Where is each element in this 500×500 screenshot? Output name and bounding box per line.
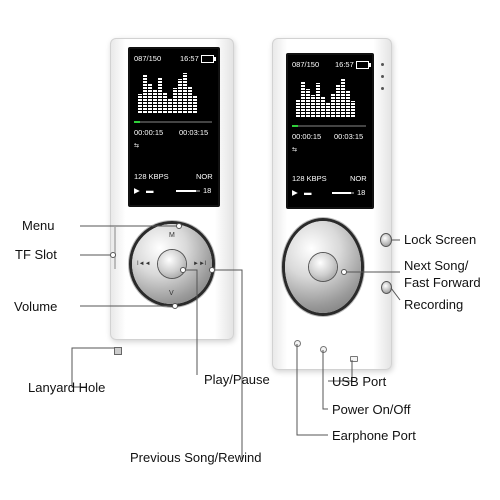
- label-next-song: Next Song/: [404, 258, 469, 273]
- label-volume: Volume: [14, 299, 58, 314]
- equalizer-visualizer: [296, 77, 364, 117]
- label-previous-song: Previous Song/Rewind: [130, 450, 262, 465]
- equalizer-bar: [193, 96, 197, 113]
- label-play-pause: Play/Pause: [204, 372, 270, 387]
- control-dial-front[interactable]: M I◄◄ ►►I V: [132, 224, 212, 304]
- equalizer-bar: [331, 93, 335, 117]
- play-pause-button[interactable]: [158, 250, 186, 278]
- equalizer-bar: [168, 98, 172, 113]
- menu-glyph: M: [169, 232, 175, 239]
- track-counter: 087/150: [292, 60, 320, 69]
- equalizer-bar: [326, 103, 330, 117]
- tf-card-slot: [114, 227, 116, 269]
- label-usb-port: USB Port: [332, 374, 387, 389]
- battery-icon: [201, 55, 216, 63]
- label-power: Power On/Off: [332, 402, 411, 417]
- clock: 16:57: [335, 60, 354, 69]
- equalizer-bar: [163, 92, 167, 113]
- equalizer-bar: [188, 86, 192, 113]
- eq-mode: NOR: [196, 172, 213, 181]
- equalizer-bar: [341, 79, 345, 117]
- playback-progress: [292, 125, 366, 127]
- equalizer-bar: [153, 90, 157, 113]
- indicator-dot: [381, 87, 384, 90]
- elapsed-time: 00:00:15: [134, 128, 164, 137]
- usb-port: [350, 356, 358, 362]
- equalizer-bar: [301, 81, 305, 117]
- equalizer-bar: [311, 95, 315, 117]
- speaker-icon: ▬: [146, 186, 154, 195]
- label-earphone-port: Earphone Port: [332, 428, 416, 443]
- track-counter: 087/150: [134, 54, 162, 63]
- repeat-icon: ⇆: [134, 143, 140, 149]
- label-recording: Recording: [404, 297, 464, 312]
- player-front-view: 087/150 16:57 00:00:15 00:03:15 ⇆ 128 KB…: [110, 38, 234, 340]
- control-dial-side[interactable]: [285, 221, 361, 313]
- elapsed-time: 00:00:15: [292, 132, 322, 141]
- volume-level-bar: [332, 192, 354, 194]
- label-tf-slot: TF Slot: [15, 247, 57, 262]
- equalizer-bar: [306, 89, 310, 117]
- equalizer-bar: [346, 91, 350, 117]
- indicator-dot: [381, 63, 384, 66]
- battery-icon: [356, 61, 371, 69]
- total-time: 00:03:15: [334, 132, 364, 141]
- next-glyph: ►►I: [193, 261, 207, 267]
- eq-mode: NOR: [350, 174, 367, 183]
- label-fast-forward: Fast Forward: [404, 275, 481, 290]
- speaker-icon: ▬: [304, 188, 312, 197]
- playback-progress: [134, 121, 212, 123]
- equalizer-bar: [351, 101, 355, 117]
- equalizer-bar: [316, 83, 320, 117]
- volume-value: 18: [357, 188, 366, 197]
- equalizer-bar: [178, 79, 182, 113]
- equalizer-bar: [321, 97, 325, 117]
- next-song-button[interactable]: [381, 281, 392, 294]
- equalizer-visualizer: [138, 71, 210, 113]
- clock: 16:57: [180, 54, 199, 63]
- volume-level-bar: [176, 190, 200, 192]
- bitrate: 128 KBPS: [292, 174, 327, 183]
- label-lanyard-hole: Lanyard Hole: [28, 380, 106, 395]
- player-screen-front: 087/150 16:57 00:00:15 00:03:15 ⇆ 128 KB…: [128, 47, 220, 207]
- dial-center-button[interactable]: [309, 253, 337, 281]
- equalizer-bar: [143, 75, 147, 113]
- equalizer-bar: [138, 94, 142, 113]
- volume-glyph: V: [169, 290, 174, 297]
- label-lock-screen: Lock Screen: [404, 232, 477, 247]
- bitrate: 128 KBPS: [134, 172, 169, 181]
- prev-glyph: I◄◄: [137, 261, 151, 267]
- lanyard-hole: [114, 347, 122, 355]
- play-icon: ▶: [292, 188, 298, 197]
- equalizer-bar: [148, 84, 152, 113]
- player-screen-side: 087/150 16:57 00:00:15 00:03:15 ⇆ 128 KB…: [286, 53, 374, 209]
- total-time: 00:03:15: [179, 128, 209, 137]
- equalizer-bar: [158, 77, 162, 113]
- volume-value: 18: [203, 186, 212, 195]
- indicator-dot: [381, 75, 384, 78]
- equalizer-bar: [336, 85, 340, 117]
- player-side-view: 087/150 16:57 00:00:15 00:03:15 ⇆ 128 KB…: [272, 38, 392, 370]
- equalizer-bar: [296, 99, 300, 117]
- play-icon: ▶: [134, 186, 140, 195]
- repeat-icon: ⇆: [292, 147, 298, 153]
- equalizer-bar: [183, 73, 187, 113]
- label-menu: Menu: [22, 218, 55, 233]
- equalizer-bar: [173, 88, 177, 113]
